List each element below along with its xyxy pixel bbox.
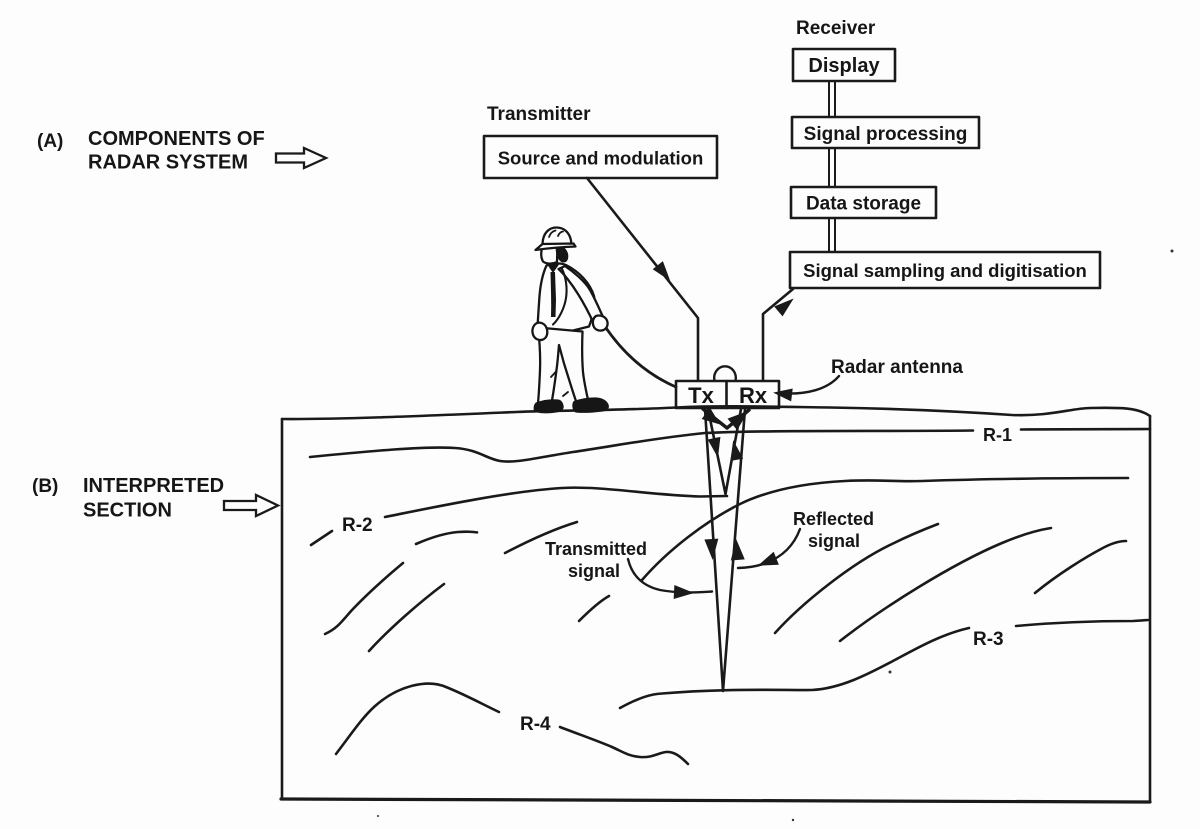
svg-text:Transmitted: Transmitted xyxy=(545,539,647,559)
svg-text:Receiver: Receiver xyxy=(796,18,876,39)
svg-text:INTERPRETED: INTERPRETED xyxy=(83,475,224,497)
svg-text:signal: signal xyxy=(568,561,620,581)
svg-text:Rx: Rx xyxy=(739,383,768,408)
svg-text:R-3: R-3 xyxy=(973,629,1004,650)
svg-text:R-2: R-2 xyxy=(342,515,373,536)
svg-text:Reflected: Reflected xyxy=(793,509,874,529)
svg-text:Display: Display xyxy=(808,55,880,77)
svg-text:Data storage: Data storage xyxy=(806,194,921,215)
svg-text:RADAR SYSTEM: RADAR SYSTEM xyxy=(88,152,248,174)
svg-text:COMPONENTS OF: COMPONENTS OF xyxy=(88,128,265,150)
svg-text:Signal sampling and digitisati: Signal sampling and digitisation xyxy=(803,260,1087,281)
svg-text:Radar antenna: Radar antenna xyxy=(831,357,963,378)
svg-text:Source and modulation: Source and modulation xyxy=(498,148,704,169)
svg-text:(A): (A) xyxy=(37,131,63,152)
svg-text:Signal processing: Signal processing xyxy=(804,124,968,145)
svg-text:signal: signal xyxy=(808,531,860,551)
svg-text:SECTION: SECTION xyxy=(83,500,172,522)
svg-text:R-4: R-4 xyxy=(520,714,551,735)
svg-text:(B): (B) xyxy=(32,476,58,497)
svg-text:Transmitter: Transmitter xyxy=(487,104,591,125)
svg-text:Tx: Tx xyxy=(688,383,714,408)
svg-text:R-1: R-1 xyxy=(983,425,1012,445)
